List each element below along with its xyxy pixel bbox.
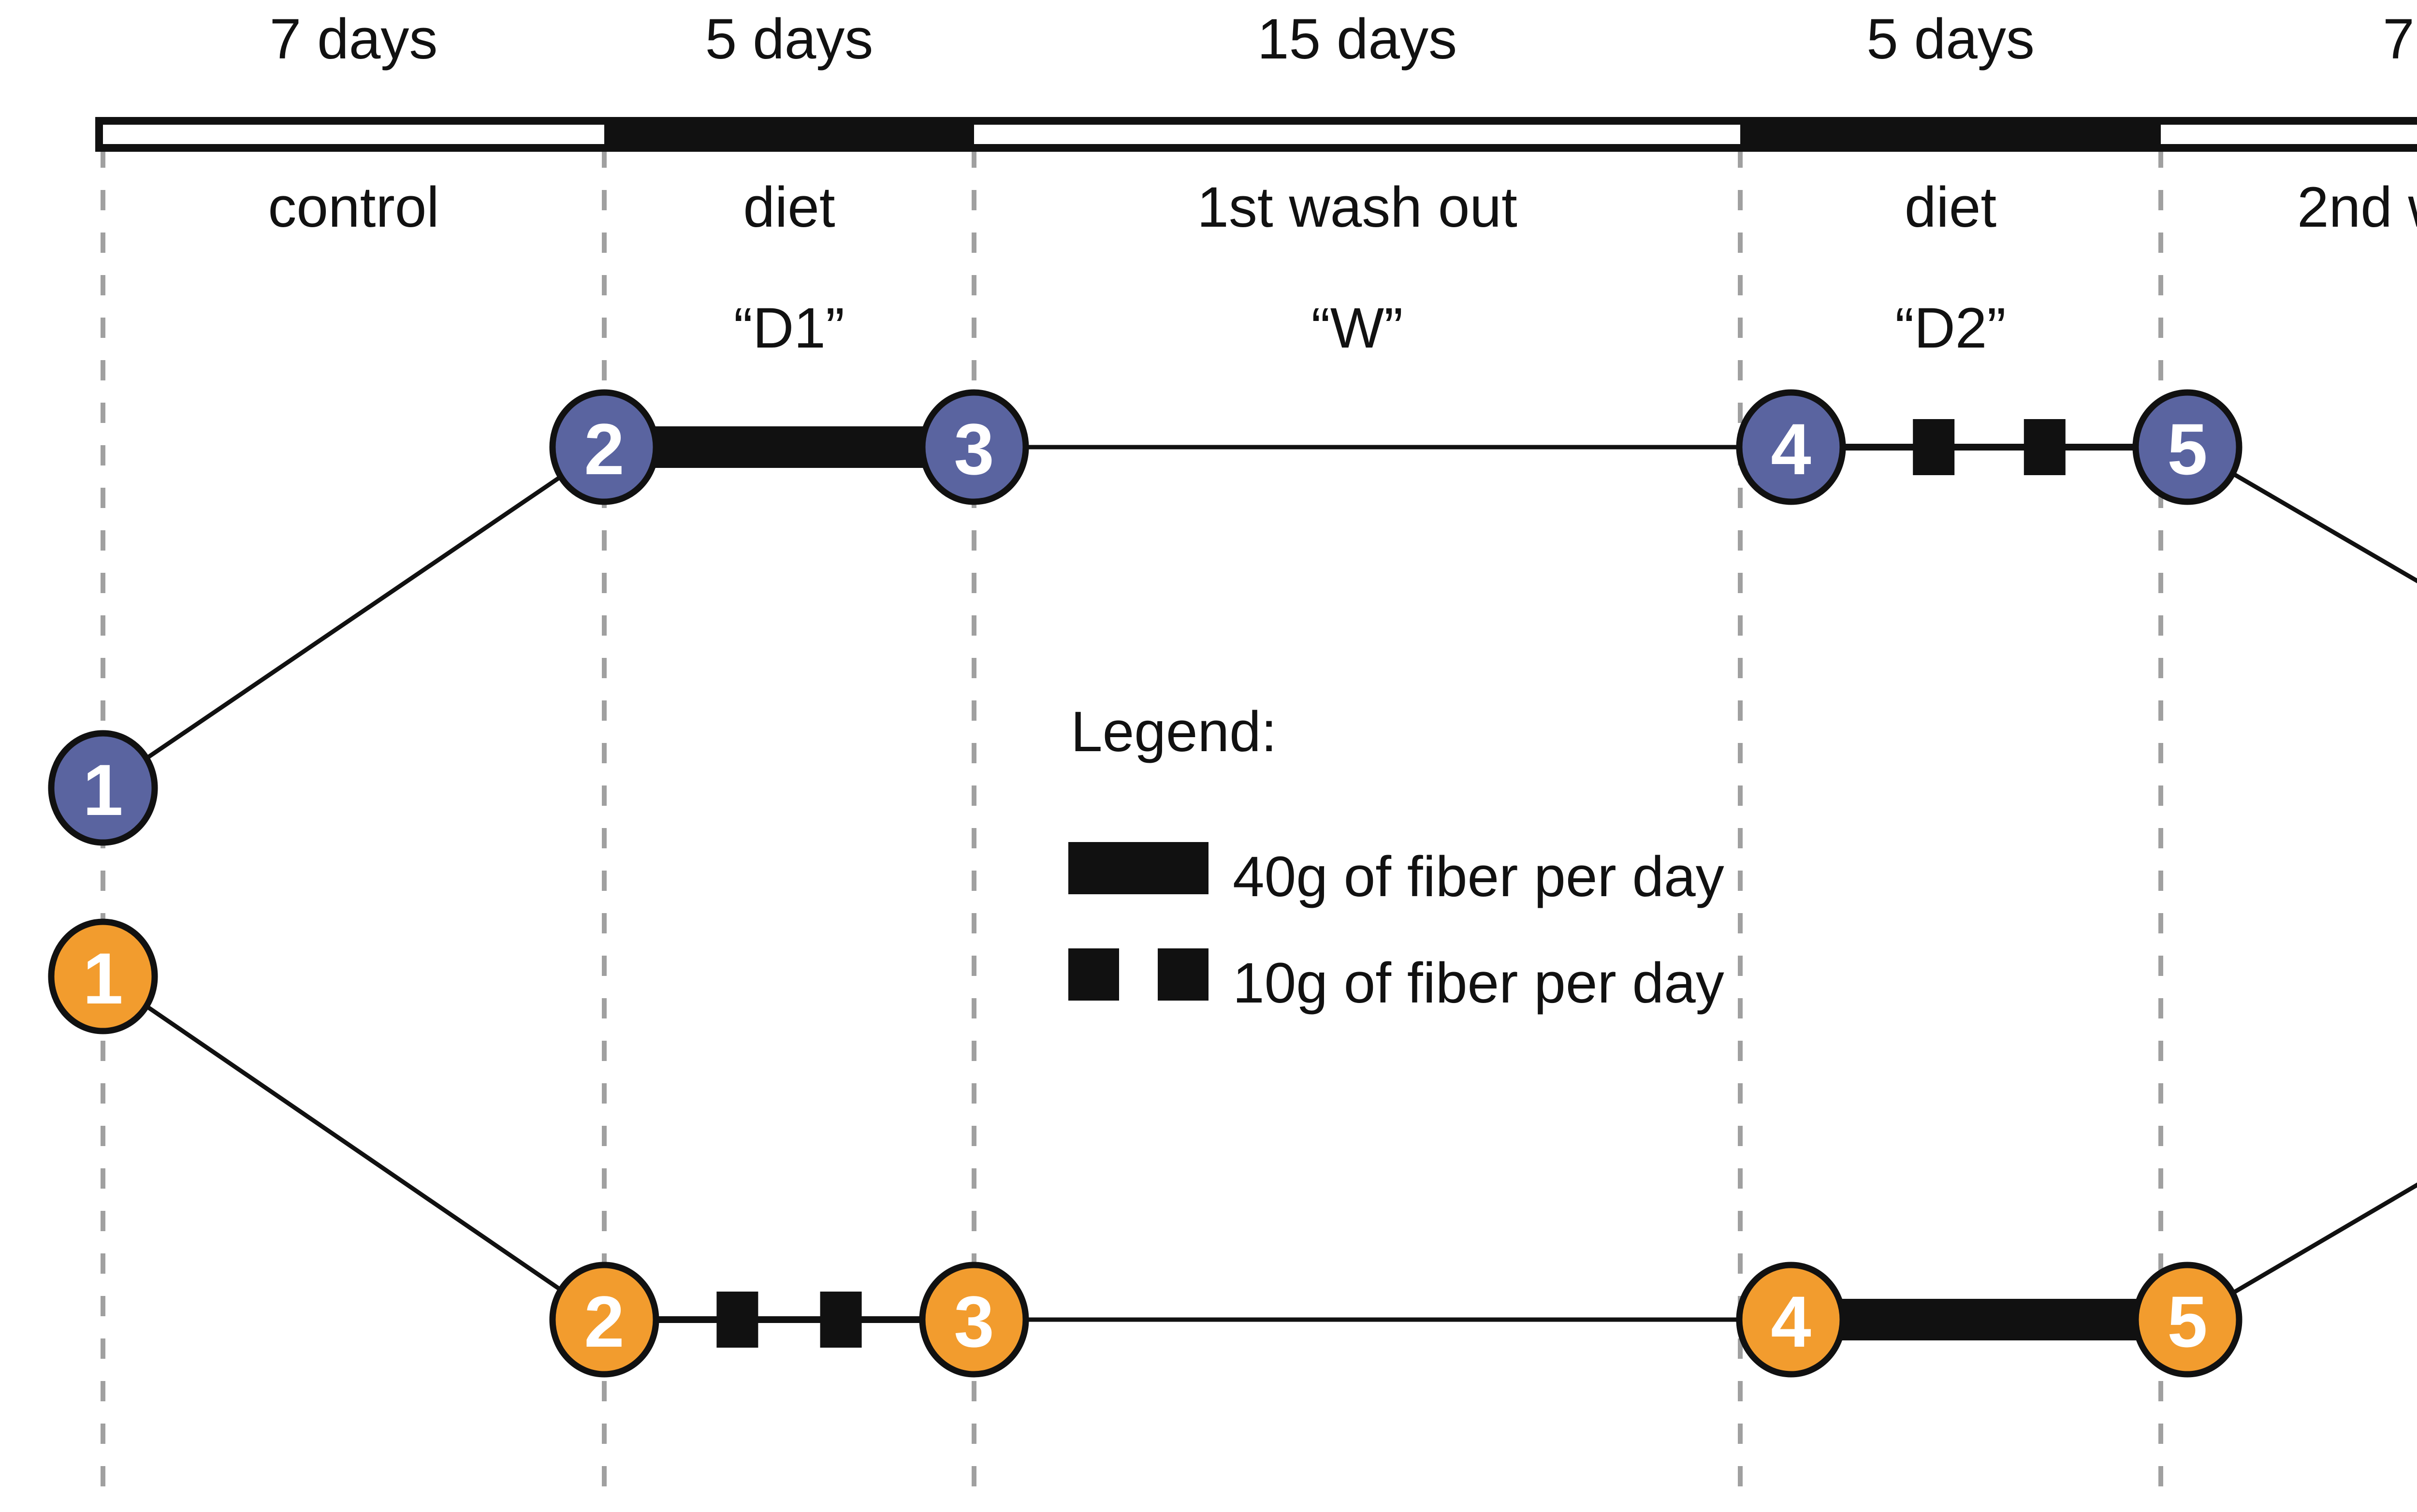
node-label-arm-a-1: 1 <box>83 749 123 830</box>
node-label-arm-a-4: 4 <box>1771 408 1811 490</box>
period-phase-0: control <box>268 175 439 239</box>
link-arm-a-4-5-dash-block-0 <box>1913 419 1955 475</box>
period-duration-1: 5 days <box>705 7 874 71</box>
timeline-segment-shaded-3 <box>1740 117 2161 152</box>
node-label-arm-b-1: 1 <box>83 938 123 1019</box>
link-arm-b-4-5-thick-bar <box>1791 1299 2187 1340</box>
period-phase-4: 2nd wash out <box>2297 175 2417 239</box>
period-duration-3: 5 days <box>1866 7 2035 71</box>
link-arm-b-2-3-dash-block-1 <box>820 1292 862 1348</box>
link-arm-a-1-2 <box>145 475 562 760</box>
node-arm-b-5[interactable] <box>2132 1262 2242 1378</box>
node-label-arm-a-3: 3 <box>954 408 994 490</box>
timeline-bar <box>95 117 2417 152</box>
legend-swatch-10g-block-1 <box>1158 948 1208 1001</box>
period-phase-1: diet <box>743 175 835 239</box>
node-label-arm-b-5: 5 <box>2167 1281 2208 1362</box>
link-arm-a-4-5-dash-block-1 <box>2024 419 2066 475</box>
node-arm-b-2[interactable] <box>549 1262 659 1378</box>
legend-item-40g-label: 40g of fiber per day <box>1233 845 1724 909</box>
node-arm-b-4[interactable] <box>1736 1262 1846 1378</box>
legend-item-10g-label: 10g of fiber per day <box>1233 951 1724 1015</box>
link-arm-b-5-6 <box>2231 1182 2417 1295</box>
node-arm-b-3[interactable] <box>919 1262 1029 1378</box>
period-duration-2: 15 days <box>1257 7 1457 71</box>
arm-links <box>145 419 2417 1348</box>
arm-nodes <box>48 389 2242 1378</box>
timeline-segment-shaded-1 <box>604 117 974 152</box>
link-arm-b-2-3-dash-block-0 <box>716 1292 758 1348</box>
node-arm-a-3[interactable] <box>919 389 1029 505</box>
link-arm-a-5-6 <box>2231 471 2417 583</box>
period-code-3: “D2” <box>1895 296 2006 360</box>
node-arm-a-5[interactable] <box>2132 389 2242 505</box>
node-arm-a-4[interactable] <box>1736 389 1846 505</box>
node-arm-b-1[interactable] <box>48 918 158 1034</box>
link-arm-b-1-2 <box>145 1004 562 1292</box>
legend-title: Legend: <box>1071 700 1277 764</box>
period-duration-0: 7 days <box>269 7 438 71</box>
period-code-1: “D1” <box>733 296 845 360</box>
node-label-arm-b-3: 3 <box>954 1281 994 1362</box>
node-arm-a-2[interactable] <box>549 389 659 505</box>
legend-swatch-40g <box>1068 842 1208 894</box>
period-code-2: “W” <box>1311 296 1403 360</box>
node-label-arm-b-4: 4 <box>1771 1281 1811 1362</box>
period-duration-4: 7 days <box>2383 7 2417 71</box>
period-phase-2: 1st wash out <box>1197 175 1517 239</box>
node-label-arm-b-2: 2 <box>584 1281 625 1362</box>
legend-swatch-10g-block-0 <box>1068 948 1119 1001</box>
link-arm-a-2-3-thick-bar <box>604 426 974 468</box>
node-label-arm-a-2: 2 <box>584 408 625 490</box>
period-phase-3: diet <box>1904 175 1997 239</box>
timeline-bar-outline <box>95 117 2417 152</box>
legend-swatches <box>1068 842 1208 1001</box>
period-boundary-gridlines <box>101 147 2163 1506</box>
node-arm-a-1[interactable] <box>48 730 158 846</box>
node-label-arm-a-5: 5 <box>2167 408 2208 490</box>
